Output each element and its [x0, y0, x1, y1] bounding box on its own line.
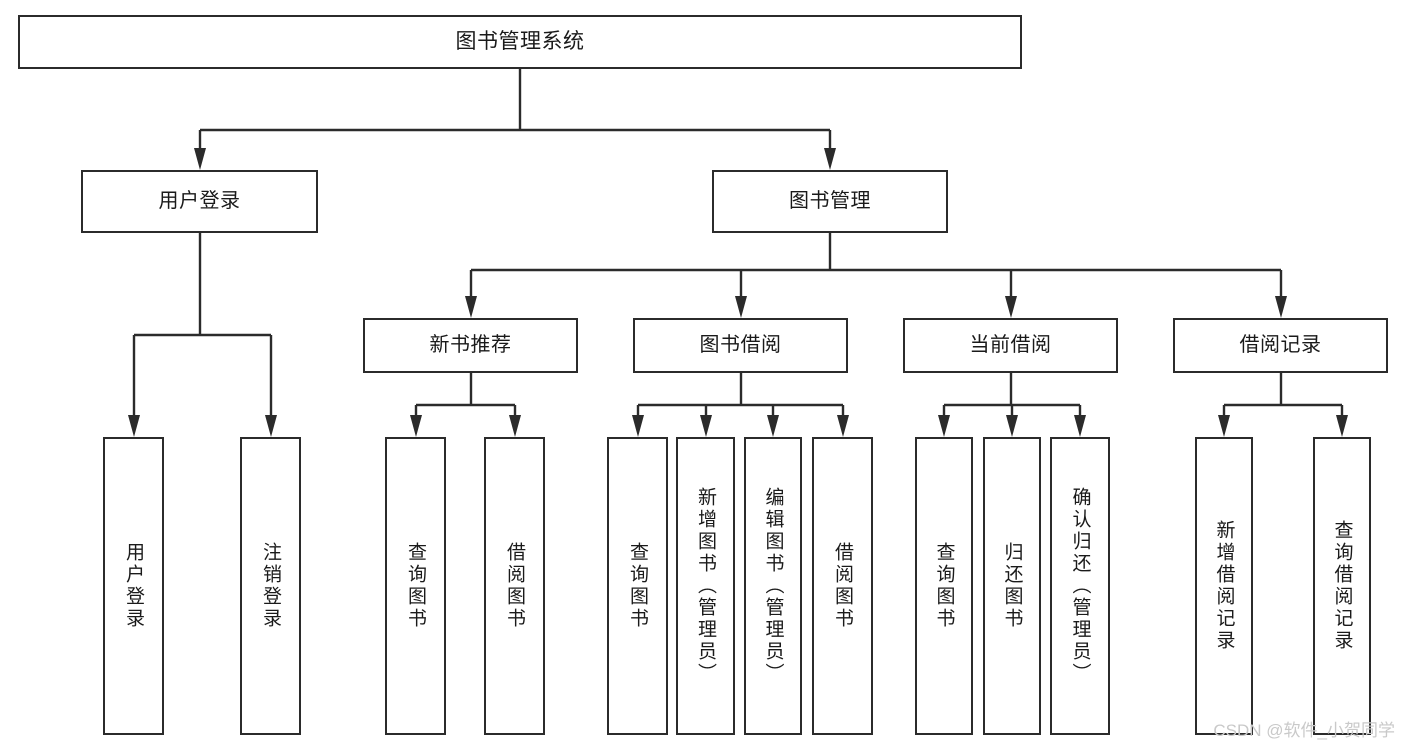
connector-arrowhead-leaf-add-book: [700, 415, 712, 437]
connector-group-root: [194, 69, 836, 170]
node-leaf-return-book[interactable]: 归还图书: [983, 437, 1041, 735]
connector-arrowhead-book-borrow: [735, 296, 747, 318]
connector-arrowhead-leaf-edit-book: [767, 415, 779, 437]
node-label-leaf-user-login: 用户登录: [123, 542, 144, 630]
node-label-root: 图书管理系统: [455, 30, 585, 54]
connector-arrowhead-leaf-borrow-book-1: [509, 415, 521, 437]
node-leaf-add-record[interactable]: 新增借阅记录: [1195, 437, 1253, 735]
connector-group-book-manage: [465, 233, 1287, 318]
connector-arrowhead-user-login: [194, 148, 206, 170]
node-label-leaf-edit-book: 编辑图书（管理员）: [762, 487, 784, 685]
node-current-borrow[interactable]: 当前借阅: [903, 318, 1118, 373]
connector-arrowhead-leaf-user-logout: [265, 415, 277, 437]
connector-arrowhead-new-book-rec: [465, 296, 477, 318]
connector-group-book-borrow: [632, 373, 849, 437]
node-label-leaf-borrow-book-1: 借阅图书: [504, 542, 525, 630]
node-leaf-borrow-book-1[interactable]: 借阅图书: [484, 437, 545, 735]
node-borrow-record[interactable]: 借阅记录: [1173, 318, 1388, 373]
connector-arrowhead-leaf-borrow-book-2: [837, 415, 849, 437]
connector-arrowhead-leaf-add-record: [1218, 415, 1230, 437]
node-leaf-add-book[interactable]: 新增图书（管理员）: [676, 437, 735, 735]
connector-group-borrow-record: [1218, 373, 1348, 437]
node-label-leaf-query-record: 查询借阅记录: [1331, 520, 1353, 652]
connector-arrowhead-leaf-confirm-return: [1074, 415, 1086, 437]
node-leaf-user-logout[interactable]: 注销登录: [240, 437, 301, 735]
node-root[interactable]: 图书管理系统: [18, 15, 1022, 69]
connector-group-current-borrow: [938, 373, 1086, 437]
node-label-book-borrow: 图书借阅: [699, 334, 782, 357]
node-book-borrow[interactable]: 图书借阅: [633, 318, 848, 373]
node-label-leaf-query-book-2: 查询图书: [627, 542, 648, 630]
node-leaf-edit-book[interactable]: 编辑图书（管理员）: [744, 437, 802, 735]
node-leaf-query-book-3[interactable]: 查询图书: [915, 437, 973, 735]
node-label-leaf-return-book: 归还图书: [1001, 542, 1023, 630]
node-label-new-book-rec: 新书推荐: [429, 334, 512, 357]
connector-arrowhead-leaf-query-record: [1336, 415, 1348, 437]
node-label-leaf-add-book: 新增图书（管理员）: [695, 487, 716, 685]
connector-arrowhead-leaf-user-login: [128, 415, 140, 437]
node-leaf-query-book-2[interactable]: 查询图书: [607, 437, 668, 735]
node-user-login[interactable]: 用户登录: [81, 170, 318, 233]
node-leaf-query-book-1[interactable]: 查询图书: [385, 437, 446, 735]
node-new-book-rec[interactable]: 新书推荐: [363, 318, 578, 373]
node-leaf-borrow-book-2[interactable]: 借阅图书: [812, 437, 873, 735]
watermark: CSDN @软件_小贺同学: [1213, 721, 1395, 740]
node-label-leaf-borrow-book-2: 借阅图书: [832, 542, 853, 630]
connector-arrowhead-leaf-query-book-3: [938, 415, 950, 437]
node-label-leaf-confirm-return: 确认归还（管理员）: [1069, 487, 1091, 685]
connector-group-user-login: [128, 233, 277, 437]
connector-arrowhead-book-manage: [824, 148, 836, 170]
connector-arrowhead-leaf-query-book-2: [632, 415, 644, 437]
connector-group-new-book-rec: [410, 373, 521, 437]
node-leaf-user-login[interactable]: 用户登录: [103, 437, 164, 735]
connector-arrowhead-current-borrow: [1005, 296, 1017, 318]
node-leaf-confirm-return[interactable]: 确认归还（管理员）: [1050, 437, 1110, 735]
connector-arrowhead-borrow-record: [1275, 296, 1287, 318]
node-label-leaf-user-logout: 注销登录: [260, 542, 281, 630]
node-label-book-manage: 图书管理: [789, 190, 871, 213]
node-leaf-query-record[interactable]: 查询借阅记录: [1313, 437, 1371, 735]
node-label-leaf-add-record: 新增借阅记录: [1213, 520, 1235, 652]
node-label-leaf-query-book-3: 查询图书: [933, 542, 955, 630]
node-book-manage[interactable]: 图书管理: [712, 170, 948, 233]
connector-arrowhead-leaf-return-book: [1006, 415, 1018, 437]
node-label-current-borrow: 当前借阅: [969, 334, 1052, 357]
node-label-leaf-query-book-1: 查询图书: [405, 542, 426, 630]
connector-arrowhead-leaf-query-book-1: [410, 415, 422, 437]
node-label-user-login: 用户登录: [158, 190, 241, 213]
node-label-borrow-record: 借阅记录: [1239, 334, 1322, 357]
